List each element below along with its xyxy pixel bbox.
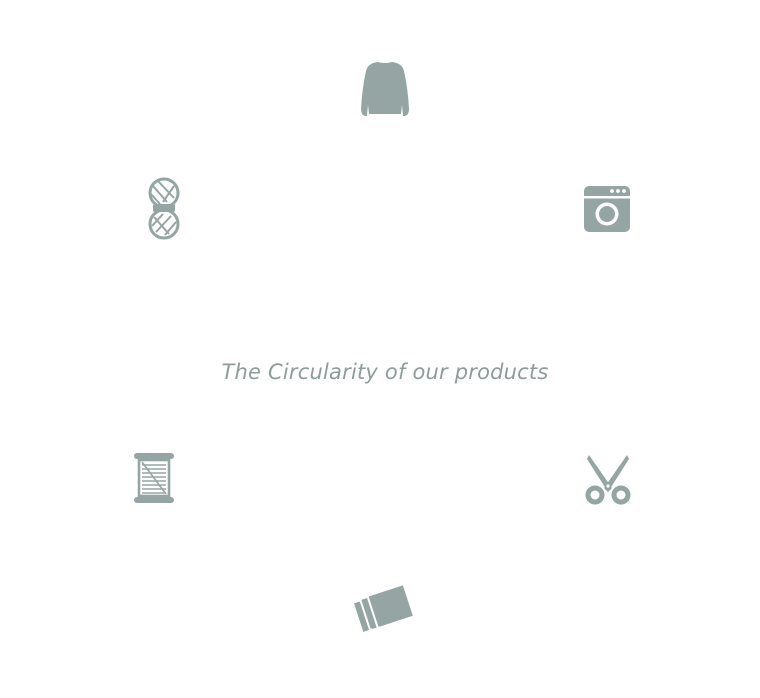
yarn-skein-icon [136, 174, 192, 242]
sweater-icon [352, 55, 418, 121]
diagram-title: The Circularity of our products [221, 360, 549, 384]
fabric-swatches-icon [350, 578, 420, 638]
scissors-icon [578, 450, 638, 510]
thread-spool-icon [126, 448, 182, 508]
washing-machine-icon [578, 180, 636, 238]
